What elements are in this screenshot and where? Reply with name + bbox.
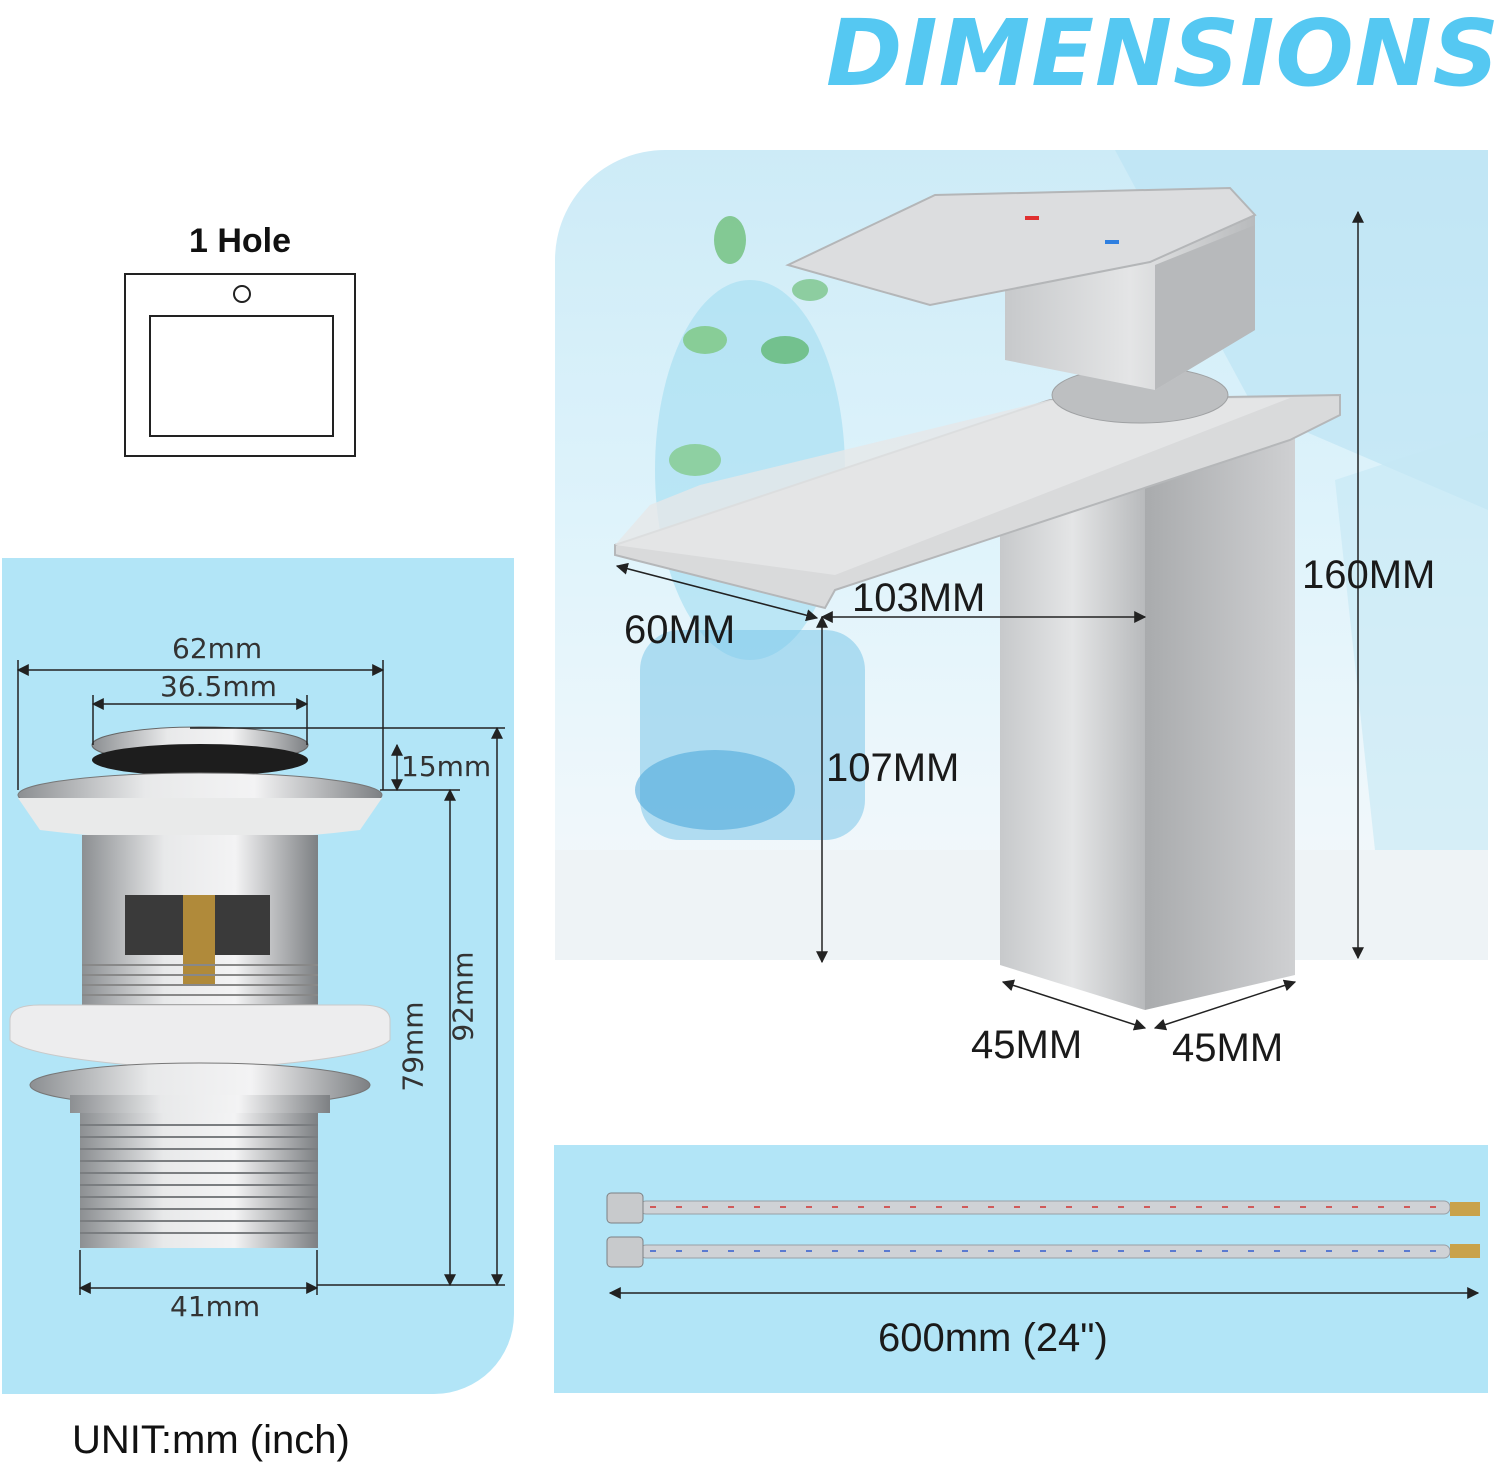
total-height-label: 160MM bbox=[1302, 553, 1436, 597]
spout-width-label: 60MM bbox=[624, 608, 736, 652]
spout-height-label: 107MM bbox=[826, 746, 960, 790]
drain-body-width-label: 41mm bbox=[170, 1290, 261, 1323]
spout-reach-label: 103MM bbox=[852, 576, 986, 620]
drain-cap-width-label: 36.5mm bbox=[160, 670, 277, 703]
sink-outline bbox=[124, 273, 356, 457]
hole-label: 1 Hole bbox=[188, 222, 292, 260]
faucet-hole bbox=[233, 285, 251, 303]
base-depth-label: 45MM bbox=[971, 1023, 1083, 1067]
hose-length-label: 600mm (24") bbox=[878, 1316, 1108, 1360]
unit-note: UNIT:mm (inch) bbox=[72, 1418, 350, 1462]
drain-top-width-label: 62mm bbox=[172, 632, 263, 665]
basin-outline bbox=[149, 315, 334, 437]
base-width-label: 45MM bbox=[1172, 1026, 1284, 1070]
page-title: DIMENSIONS bbox=[826, 0, 1500, 107]
drain-body-height-label: 79mm bbox=[396, 1001, 430, 1092]
drain-total-height-label: 92mm bbox=[446, 951, 480, 1042]
drain-cap-height-label: 15mm bbox=[401, 750, 492, 783]
hose-panel bbox=[554, 1145, 1488, 1393]
